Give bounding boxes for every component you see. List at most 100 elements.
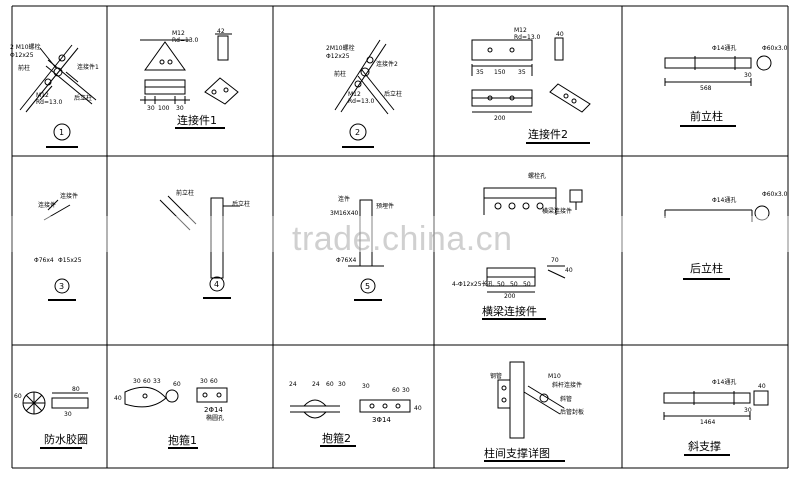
p11-d30: 30: [64, 411, 72, 418]
p7-number: 4: [214, 280, 219, 289]
p14-m10: M10: [548, 373, 561, 380]
panel-12-clamp1: [124, 386, 228, 449]
p9-hole: 螺栓孔: [528, 172, 546, 180]
p13-dim-d: 30: [338, 381, 346, 388]
p4-rd: Rd=13.0: [514, 34, 541, 41]
p4-dim-a: 35: [476, 69, 484, 76]
p14-pipe: 钢管: [490, 372, 502, 380]
p15-len: 1464: [700, 419, 715, 426]
p6-label-b: 连接件: [38, 201, 56, 209]
p6-number: 3: [59, 282, 64, 291]
p7-rear: 后立柱: [232, 200, 250, 208]
p8-pipe: Φ76X4: [336, 257, 356, 264]
panel-11-seal-ring: [22, 391, 89, 449]
p1-dia-label: Φ12x25: [10, 52, 34, 59]
panel-2-connector1: [140, 33, 239, 129]
p12-oval: 椭圆孔: [206, 414, 224, 422]
p3-connector: 连接件2: [376, 60, 398, 68]
p3-bolt: 2M10螺栓: [326, 44, 355, 52]
p11-d80: 80: [72, 386, 80, 393]
p9-d70: 70: [551, 257, 559, 264]
p12-dim-a: 30: [133, 378, 141, 385]
panel-4-connector2: [471, 37, 591, 144]
panel-1-detail: [19, 44, 97, 148]
p1-number: 1: [59, 128, 64, 137]
panel-3-detail: [334, 39, 395, 148]
p13-title: 抱箍2: [322, 431, 351, 445]
p9-dim-d: 50: [523, 281, 531, 288]
p13-d30: 30: [362, 383, 370, 390]
p8-number: 5: [365, 282, 370, 291]
p9-connector: 横梁连接件: [542, 207, 572, 215]
p12-dim2-b: 60: [210, 378, 218, 385]
p1-rear-label: 后立柱: [74, 94, 92, 102]
p13-dim2-a: 60: [392, 387, 400, 394]
p12-dim2-a: 30: [200, 378, 208, 385]
p1-connector-label: 连接件1: [77, 63, 99, 71]
p13-dim-a: 24: [289, 381, 297, 388]
p10-pipe: Φ60x3.0: [762, 191, 788, 198]
p4-dim-c: 35: [518, 69, 526, 76]
p13-d40: 40: [414, 405, 422, 412]
p11-d60: 60: [14, 393, 22, 400]
p2-dim-a: 30: [147, 105, 155, 112]
p9-title: 横梁连接件: [482, 304, 537, 318]
panel-13-clamp2: [290, 399, 411, 447]
p13-dim-c: 60: [326, 381, 334, 388]
panel-14-bracing-detail: [484, 361, 565, 462]
p12-holes: 2Φ14: [204, 406, 223, 414]
p4-dim-b: 150: [494, 69, 506, 76]
p5-pipe: Φ60x3.0: [762, 45, 788, 52]
p8-embed: 预埋件: [376, 202, 394, 210]
p15-d30: 30: [744, 407, 752, 414]
p3-rd: Rd=13.0: [348, 98, 375, 105]
p15-title: 斜支撑: [688, 439, 721, 453]
p5-len: 568: [700, 85, 712, 92]
p13-dim2-b: 30: [402, 387, 410, 394]
p12-dim-c: 33: [153, 378, 161, 385]
panel-15-diagonal-brace: [663, 390, 769, 456]
p3-dia: Φ12x25: [326, 53, 350, 60]
panel-9-beam-connector: [482, 187, 583, 320]
p14-brace: 斜管: [560, 395, 572, 403]
p9-dim-b: 50: [497, 281, 505, 288]
p9-dim-label: 4-Φ12x25长孔: [452, 280, 494, 288]
p13-dim-b: 24: [312, 381, 320, 388]
p15-d40: 40: [758, 383, 766, 390]
p10-hole: Φ14通孔: [712, 196, 736, 204]
p5-hole: Φ14通孔: [712, 44, 736, 52]
p2-m12: M12: [172, 30, 185, 37]
p2-t42: 42: [217, 28, 225, 35]
p9-d40: 40: [565, 267, 573, 274]
p12-d40: 40: [114, 395, 122, 402]
p12-title: 抱箍1: [168, 433, 197, 447]
panel-8-detail: [348, 199, 384, 301]
p4-title: 连接件2: [528, 128, 568, 141]
p2-rd: Rd=13.0: [172, 37, 199, 44]
p2-title: 连接件1: [177, 114, 217, 127]
p1-bolt-label: 2 M10螺栓: [10, 43, 41, 51]
p14-link: 斜杆连接件: [552, 381, 582, 389]
p3-number: 2: [355, 128, 360, 137]
p15-hole: Φ14通孔: [712, 378, 736, 386]
p14-cap: 后管封板: [560, 408, 584, 416]
p1-m12-label: M12: [36, 92, 49, 99]
p7-front: 前立柱: [176, 189, 194, 197]
p9-d200: 200: [504, 293, 516, 300]
p8-bolt: 3M16X40: [330, 210, 359, 217]
p14-title: 柱间支撑详图: [484, 446, 550, 460]
p3-m12: M12: [348, 91, 361, 98]
p5-title: 前立柱: [690, 109, 723, 123]
p4-m12: M12: [514, 27, 527, 34]
p9-dim-c: 50: [510, 281, 518, 288]
p1-front-label: 前柱: [18, 64, 30, 72]
p1-rd-label: Rd=13.0: [36, 99, 63, 106]
p8-connector: 连件: [338, 195, 350, 203]
panel-5-front-column: [664, 55, 772, 127]
p11-title: 防水胶圈: [44, 432, 88, 446]
p2-dim-b: 100: [158, 105, 170, 112]
p12-dim-b: 60: [143, 378, 151, 385]
p4-dim-200: 200: [494, 115, 506, 122]
p4-t40: 40: [556, 31, 564, 38]
